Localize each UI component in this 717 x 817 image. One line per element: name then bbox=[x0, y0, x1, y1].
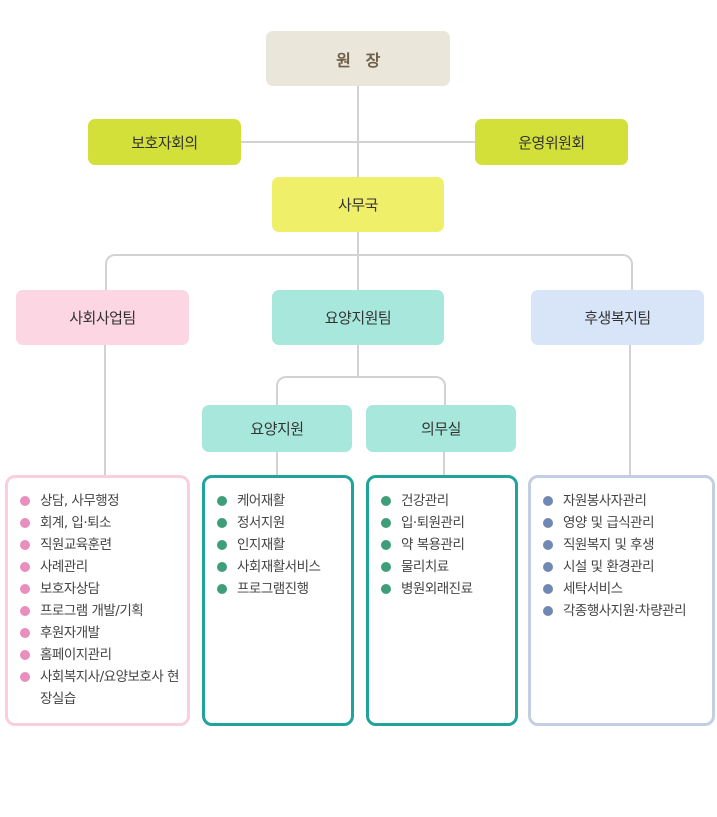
list-item: 세탁서비스 bbox=[543, 578, 712, 600]
team-social-work: 사회사업팀 bbox=[16, 290, 189, 345]
list-item: 사례관리 bbox=[20, 556, 187, 578]
list-item: 회계, 입·퇴소 bbox=[20, 512, 187, 534]
list-item-label: 직원복지 및 후생 bbox=[563, 537, 655, 553]
list-item-label: 입·퇴원관리 bbox=[401, 515, 465, 531]
list-item: 홈페이지관리 bbox=[20, 644, 187, 666]
team-welfare: 후생복지팀 bbox=[531, 290, 704, 345]
connector bbox=[276, 452, 278, 475]
list-item-label: 보호자상담 bbox=[40, 581, 100, 597]
list-item-label: 약 복용관리 bbox=[401, 537, 465, 553]
bullet-icon bbox=[543, 562, 553, 572]
list-item: 자원봉사자관리 bbox=[543, 490, 712, 512]
list-item-label: 상담, 사무행정 bbox=[40, 493, 120, 509]
list-item-label: 시설 및 환경관리 bbox=[563, 559, 655, 575]
bullet-icon bbox=[20, 584, 30, 594]
list-item: 사회복지사/요양보호사 현장실습 bbox=[20, 666, 187, 710]
list-item: 사회재활서비스 bbox=[217, 556, 351, 578]
connector bbox=[241, 141, 475, 143]
bullet-icon bbox=[381, 584, 391, 594]
list-item: 직원교육훈련 bbox=[20, 534, 187, 556]
connector bbox=[443, 452, 445, 475]
bullet-icon bbox=[381, 518, 391, 528]
bullet-icon bbox=[543, 496, 553, 506]
director-box: 원 장 bbox=[266, 31, 450, 86]
list-item: 케어재활 bbox=[217, 490, 351, 512]
list-item: 프로그램 개발/기획 bbox=[20, 600, 187, 622]
bullet-icon bbox=[381, 562, 391, 572]
bullet-icon bbox=[20, 672, 30, 682]
list-item-label: 프로그램진행 bbox=[237, 581, 309, 597]
list-item-label: 건강관리 bbox=[401, 493, 449, 509]
bullet-icon bbox=[217, 584, 227, 594]
office-box: 사무국 bbox=[272, 177, 444, 232]
bullet-icon bbox=[20, 628, 30, 638]
bullet-icon bbox=[20, 496, 30, 506]
list-item-label: 물리치료 bbox=[401, 559, 449, 575]
list-item-label: 홈페이지관리 bbox=[40, 647, 112, 663]
list-item-label: 인지재활 bbox=[237, 537, 285, 553]
list-item-label: 자원봉사자관리 bbox=[563, 493, 647, 509]
list-item-label: 케어재활 bbox=[237, 493, 285, 509]
bullet-icon bbox=[381, 496, 391, 506]
list-item-label: 사회재활서비스 bbox=[237, 559, 321, 575]
subunit-medical-room: 의무실 bbox=[366, 405, 516, 452]
list-item: 시설 및 환경관리 bbox=[543, 556, 712, 578]
list-item: 인지재활 bbox=[217, 534, 351, 556]
connector bbox=[104, 345, 106, 475]
list-item: 보호자상담 bbox=[20, 578, 187, 600]
list-item-label: 후원자개발 bbox=[40, 625, 100, 641]
connector bbox=[105, 254, 633, 296]
list-item: 상담, 사무행정 bbox=[20, 490, 187, 512]
list-item-label: 프로그램 개발/기획 bbox=[40, 603, 144, 619]
list-item-label: 정서지원 bbox=[237, 515, 285, 531]
list-item-label: 사회복지사/요양보호사 현장실습 bbox=[40, 669, 179, 707]
list-item-label: 병원외래진료 bbox=[401, 581, 473, 597]
list-item: 건강관리 bbox=[381, 490, 515, 512]
guardian-committee-box: 보호자회의 bbox=[88, 119, 241, 165]
bullet-icon bbox=[217, 540, 227, 550]
list-item: 약 복용관리 bbox=[381, 534, 515, 556]
list-item: 직원복지 및 후생 bbox=[543, 534, 712, 556]
bullet-icon bbox=[217, 496, 227, 506]
list-item: 각종행사지원·차량관리 bbox=[543, 600, 712, 622]
list-item: 정서지원 bbox=[217, 512, 351, 534]
list-item-label: 회계, 입·퇴소 bbox=[40, 515, 111, 531]
list-item-label: 각종행사지원·차량관리 bbox=[563, 603, 687, 619]
connector bbox=[629, 345, 631, 475]
bullet-icon bbox=[543, 540, 553, 550]
bullet-icon bbox=[381, 540, 391, 550]
list-item-label: 사례관리 bbox=[40, 559, 88, 575]
list-item-label: 세탁서비스 bbox=[563, 581, 623, 597]
list-item: 병원외래진료 bbox=[381, 578, 515, 600]
list-item: 프로그램진행 bbox=[217, 578, 351, 600]
bullet-icon bbox=[20, 650, 30, 660]
list-item-label: 영양 및 급식관리 bbox=[563, 515, 655, 531]
list-item: 물리치료 bbox=[381, 556, 515, 578]
bullet-icon bbox=[543, 584, 553, 594]
list-item-label: 직원교육훈련 bbox=[40, 537, 112, 553]
bullet-icon bbox=[20, 606, 30, 616]
team-care-support: 요양지원팀 bbox=[272, 290, 444, 345]
bullet-icon bbox=[217, 518, 227, 528]
bullet-icon bbox=[20, 562, 30, 572]
list-item: 영양 및 급식관리 bbox=[543, 512, 712, 534]
bullet-icon bbox=[543, 606, 553, 616]
list-item: 후원자개발 bbox=[20, 622, 187, 644]
steering-committee-box: 운영위원회 bbox=[475, 119, 628, 165]
list-item: 입·퇴원관리 bbox=[381, 512, 515, 534]
bullet-icon bbox=[20, 518, 30, 528]
bullet-icon bbox=[20, 540, 30, 550]
bullet-icon bbox=[217, 562, 227, 572]
subunit-care-support: 요양지원 bbox=[202, 405, 352, 452]
connector bbox=[276, 376, 446, 408]
connector bbox=[357, 345, 359, 377]
bullet-icon bbox=[543, 518, 553, 528]
